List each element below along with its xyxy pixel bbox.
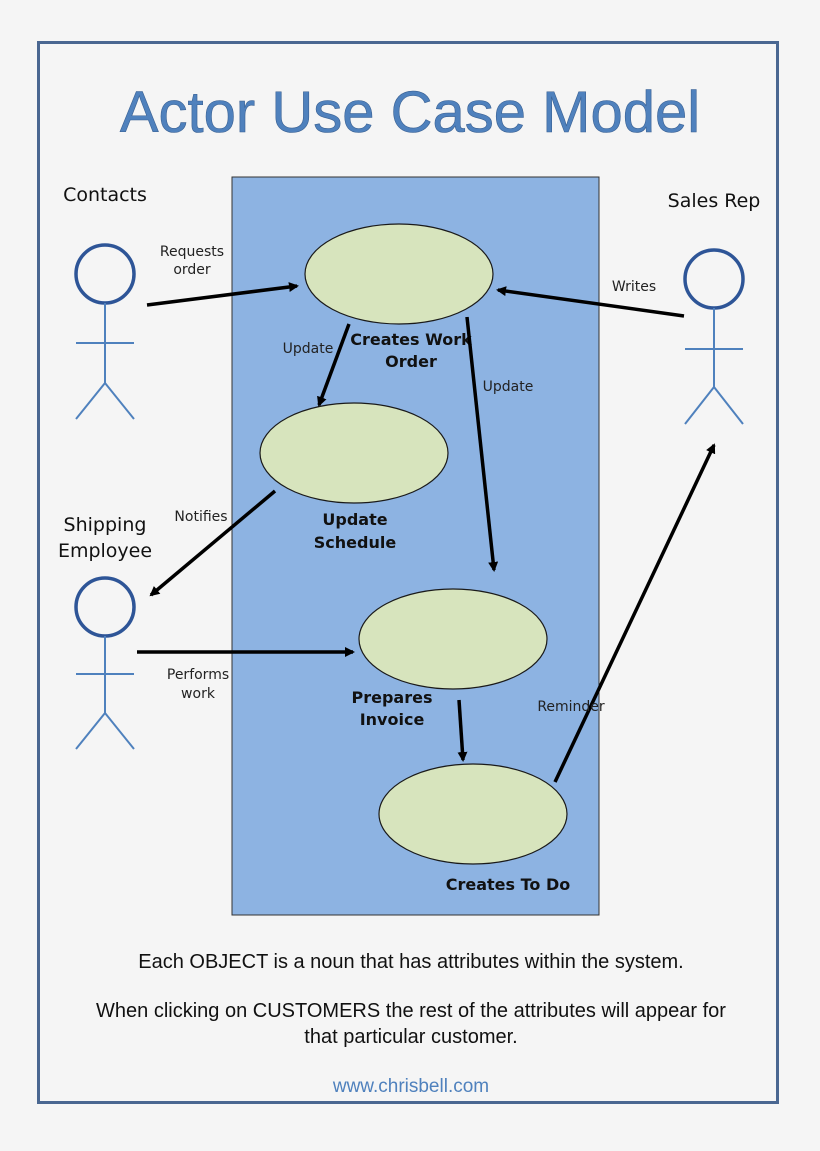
arrow-update-invoice xyxy=(465,316,499,572)
edge-label-reminder: Reminder xyxy=(537,699,605,715)
footer-link[interactable]: www.chrisbell.com xyxy=(332,1076,489,1097)
actor-shipping-employee[interactable] xyxy=(74,576,136,750)
arrow-update-schedule xyxy=(317,323,351,407)
use-case-label: Invoice xyxy=(360,710,425,729)
actor-label-contacts: Contacts xyxy=(63,184,147,206)
note-line-1: Each OBJECT is a noun that has attribute… xyxy=(138,951,683,973)
actor-label-shipping: Shipping xyxy=(64,514,147,536)
edge-label-performs: Performs xyxy=(167,667,229,683)
actor-sales-rep[interactable] xyxy=(683,248,745,425)
use-case-creates-work-order[interactable] xyxy=(304,223,494,325)
use-case-label: Schedule xyxy=(314,533,397,552)
use-case-label: Order xyxy=(385,352,437,371)
note-line-2: When clicking on CUSTOMERS the rest of t… xyxy=(96,1000,726,1022)
edge-label-requests: Requests xyxy=(160,244,224,260)
arrow-to-do xyxy=(457,699,468,762)
arrow-writes xyxy=(496,286,685,318)
edge-label-update-left: Update xyxy=(283,341,334,357)
actor-contacts[interactable] xyxy=(74,243,136,420)
edge-label-order: order xyxy=(173,262,211,278)
edge-label-notifies: Notifies xyxy=(174,509,227,525)
actor-label-employee: Employee xyxy=(58,540,152,562)
actor-label-sales-rep: Sales Rep xyxy=(668,190,761,212)
edge-label-update-right: Update xyxy=(483,379,534,395)
use-case-update-schedule[interactable] xyxy=(259,402,449,504)
note-line-3: that particular customer. xyxy=(304,1026,517,1048)
use-case-label: Update xyxy=(322,510,387,529)
use-case-prepares-invoice[interactable] xyxy=(358,588,548,690)
use-case-label: Creates To Do xyxy=(446,875,571,894)
edge-label-writes: Writes xyxy=(612,279,656,295)
diagram-title: Actor Use Case Model xyxy=(120,80,700,145)
arrow-requests-order xyxy=(146,282,299,307)
use-case-label: Creates Work xyxy=(350,330,472,349)
edge-label-work: work xyxy=(181,686,216,702)
use-case-label: Prepares xyxy=(352,688,433,707)
use-case-creates-to-do[interactable] xyxy=(378,763,568,865)
arrow-notifies xyxy=(149,489,277,597)
arrow-reminder xyxy=(553,443,716,783)
